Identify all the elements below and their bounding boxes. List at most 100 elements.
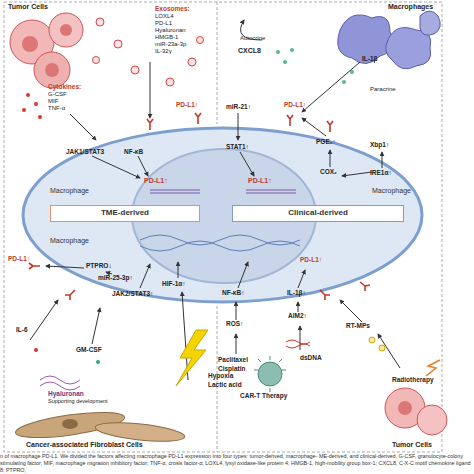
arrow bbox=[238, 113, 239, 140]
arrow bbox=[236, 302, 237, 320]
diagram-label: JAK1/STAT3 bbox=[66, 148, 104, 155]
diagram-label: Hyaluronan bbox=[155, 27, 186, 34]
fibroblast-cell bbox=[94, 419, 185, 444]
diagram-label: Hypoxia bbox=[208, 372, 233, 379]
arrow bbox=[302, 118, 326, 136]
quadrant-divider bbox=[217, 2, 218, 124]
dsdna-strand bbox=[286, 340, 310, 348]
arrow bbox=[238, 262, 248, 288]
diagram-label: IL-1β↑ bbox=[287, 289, 306, 296]
exosome bbox=[96, 18, 104, 26]
node-label: Macrophage bbox=[372, 187, 411, 195]
diagram-label: GM-CSF bbox=[76, 346, 102, 353]
arrow bbox=[46, 266, 84, 268]
node-label: PD-L1↑ bbox=[248, 177, 272, 185]
diagram-label: MIF bbox=[48, 98, 58, 105]
tumor-cell bbox=[49, 13, 83, 47]
diagram-label: miR-21↑ bbox=[226, 103, 251, 110]
diagram-label: CXCL8 bbox=[238, 47, 261, 55]
arrow bbox=[302, 62, 360, 112]
diagram-label: G-CSF bbox=[48, 91, 67, 98]
arrow bbox=[240, 152, 254, 176]
diagram-label: ROS↑ bbox=[226, 320, 243, 327]
receptor-symbol bbox=[29, 263, 40, 269]
arrow bbox=[300, 326, 301, 350]
cell-nucleus bbox=[60, 24, 72, 36]
arrow bbox=[330, 150, 331, 167]
diagram-label: Lactic acid bbox=[208, 381, 242, 388]
diagram-label: PGE₂↑ bbox=[316, 138, 336, 145]
cytokine-dots bbox=[22, 93, 42, 119]
gene-line bbox=[150, 190, 296, 193]
figure-caption: n of macrophage PD-L1. We divided the fa… bbox=[0, 453, 472, 473]
exosome bbox=[114, 40, 122, 48]
diagram-label: NF-κB↑ bbox=[222, 289, 244, 296]
exosome bbox=[166, 78, 174, 86]
t-cell-receptor bbox=[254, 356, 286, 392]
arrow bbox=[342, 172, 372, 176]
node-label: PD-L1↑ bbox=[144, 177, 168, 185]
exosome bbox=[188, 58, 196, 66]
arrow bbox=[236, 334, 237, 354]
ellipse-outline bbox=[23, 128, 422, 302]
category-band: TME-derived bbox=[50, 205, 200, 222]
diagram-label: Hyaluronan bbox=[48, 390, 84, 397]
diagram-label: Exosomes: bbox=[155, 5, 190, 12]
arrow bbox=[340, 300, 362, 322]
arrow bbox=[70, 114, 96, 140]
diagram-label: miR-23a-3p bbox=[155, 41, 186, 48]
band-label: TME-derived bbox=[101, 209, 149, 218]
diagram-label: CAR-T Therapy bbox=[240, 392, 287, 399]
diagram-label: Autocrine bbox=[240, 35, 265, 42]
tumor-cell bbox=[417, 405, 447, 435]
cell-nucleus bbox=[398, 401, 412, 415]
diagram-label: Radiotherapy bbox=[392, 376, 434, 383]
arrow bbox=[92, 308, 100, 344]
exosome bbox=[131, 66, 139, 74]
t-cell bbox=[258, 362, 282, 386]
exosome bbox=[197, 37, 204, 44]
node-label: Macrophage bbox=[50, 187, 89, 195]
diagram-label: Macrophages bbox=[388, 3, 433, 11]
macrophage-cell bbox=[338, 15, 394, 64]
diagram-label: miR-25-3p↑ bbox=[98, 274, 133, 281]
diagram-label: PD-L1↑ bbox=[8, 255, 30, 262]
arrow bbox=[382, 152, 383, 168]
chemokine bbox=[283, 60, 287, 64]
receptor-symbol bbox=[287, 115, 293, 126]
cytokine bbox=[34, 102, 38, 106]
chemokine bbox=[290, 48, 294, 52]
diagram-label: COX₂ bbox=[320, 168, 337, 175]
diagram-label: dsDNA bbox=[300, 354, 322, 361]
arrow bbox=[298, 302, 299, 312]
microparticle bbox=[369, 337, 375, 343]
cell-nucleus bbox=[45, 63, 59, 77]
diagram-label: TNF-α bbox=[48, 105, 65, 112]
arrow bbox=[140, 264, 150, 288]
receptor-symbol bbox=[65, 290, 75, 300]
diagram-label: PD-L1↑ bbox=[300, 256, 322, 263]
diagram-label: Xbp1↑ bbox=[370, 141, 389, 148]
quadrant-frame bbox=[4, 2, 442, 452]
receptor-symbol bbox=[195, 113, 201, 124]
cytokine bbox=[22, 108, 26, 112]
radiation-symbol bbox=[426, 360, 440, 376]
node-label: Macrophage bbox=[50, 237, 89, 245]
pd-l1-receptors bbox=[29, 113, 370, 300]
diagram-label: NF-κB bbox=[124, 148, 143, 155]
hyaluronan-strand bbox=[40, 376, 80, 390]
diagram-label: Tumor Cells bbox=[8, 3, 48, 11]
diagram-label: Cancer-associated Fibroblast Cells bbox=[26, 441, 143, 449]
macrophage-cell bbox=[420, 11, 440, 35]
car-t-cell bbox=[254, 340, 310, 392]
dna-helix bbox=[140, 235, 300, 251]
diagram-label: STAT1↑ bbox=[226, 143, 249, 150]
diagram-label: IL-1β bbox=[362, 55, 378, 62]
cytokine bbox=[38, 115, 42, 119]
arrow bbox=[92, 156, 140, 178]
cytokine bbox=[26, 93, 30, 97]
diagram-label: RT-MPs bbox=[346, 322, 370, 329]
diagram-label: PD-L1 bbox=[155, 20, 172, 27]
arrow bbox=[150, 62, 151, 118]
